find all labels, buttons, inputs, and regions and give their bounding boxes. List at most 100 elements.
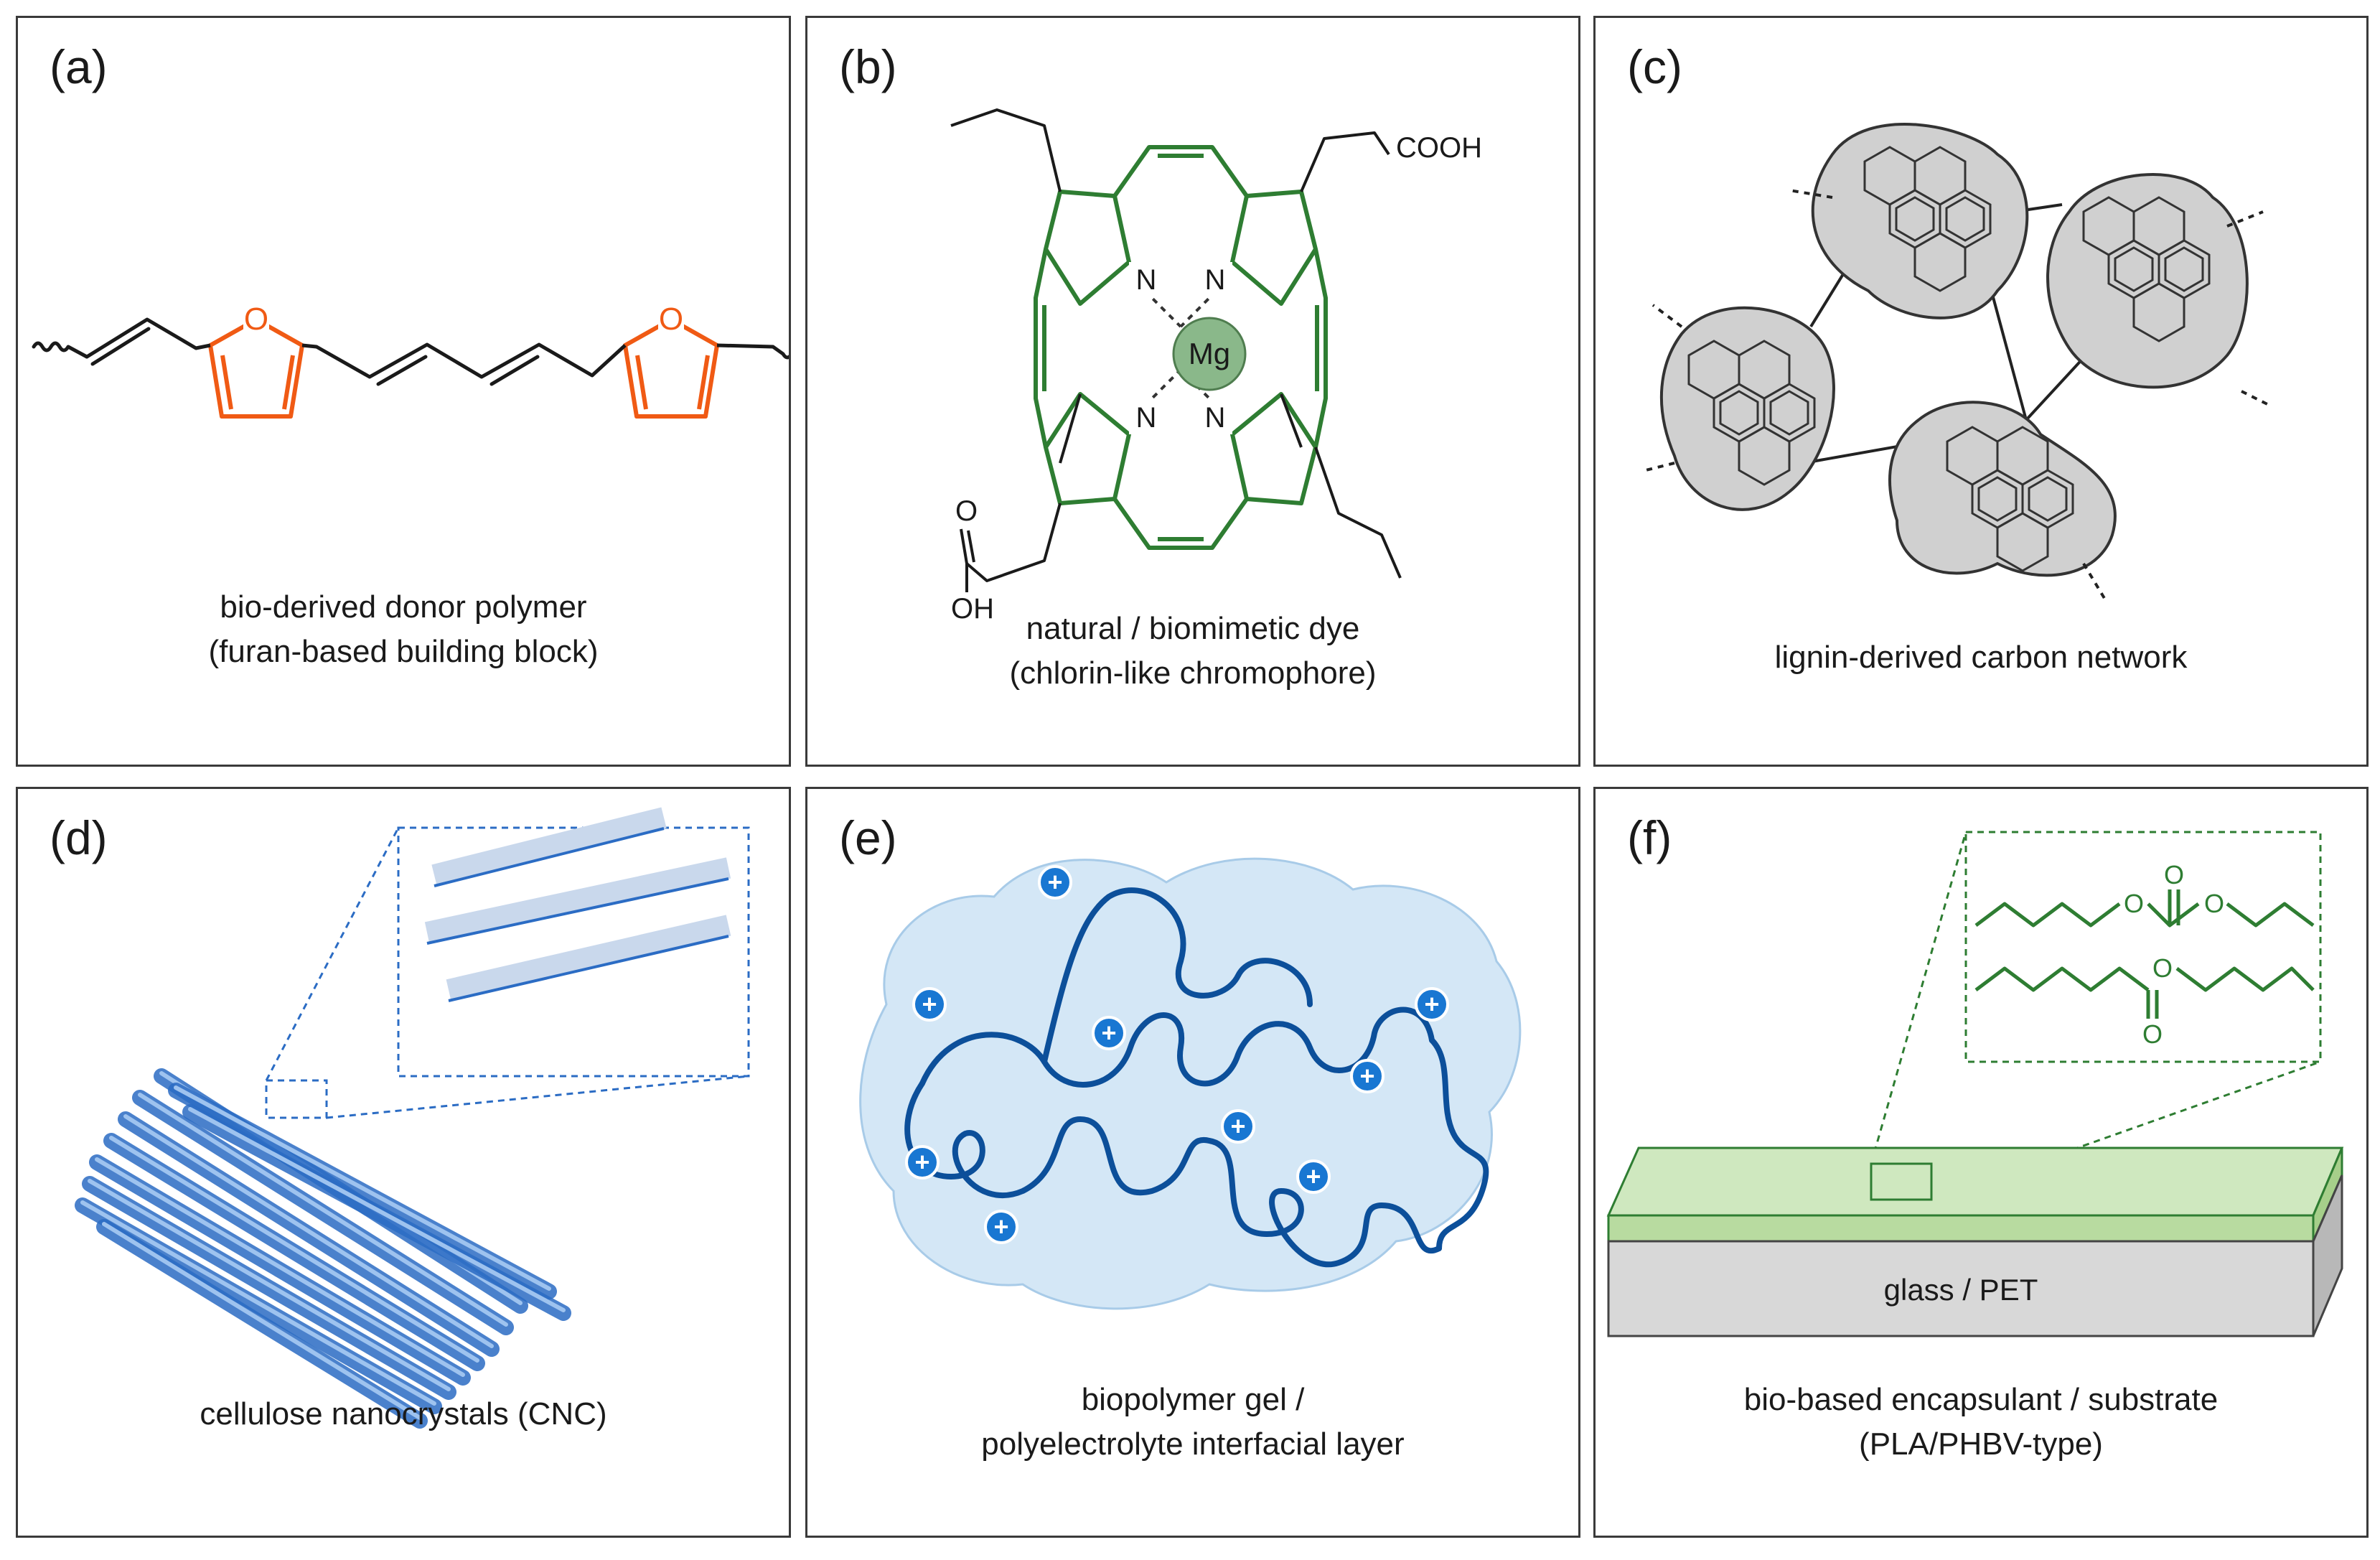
polymer-repeat-unit: [1974, 889, 2315, 1019]
encapsulant-layer-front: [1607, 1214, 2315, 1243]
nanocrystal-rod-highlight: [188, 1107, 566, 1312]
positive-charge-symbol: +: [1306, 1162, 1321, 1191]
positive-charge-marker: [905, 1145, 940, 1180]
nanocrystal-rod-highlight: [138, 1093, 508, 1327]
panel-label-a: (a): [50, 40, 108, 93]
positive-charge-symbol: +: [922, 989, 937, 1019]
panel-c: (c): [1593, 16, 2369, 767]
panel-label-b: (b): [839, 40, 897, 93]
caption-b: natural / biomimetic dye (chlorin-like c…: [807, 607, 1578, 696]
gel-region: [859, 857, 1522, 1310]
caption-line: cellulose nanocrystals (CNC): [200, 1396, 607, 1431]
zoom-region-marker: [1870, 1162, 1933, 1201]
panel-e: (e) + + + + + + + + + biopolymer gel / polyelect…: [805, 787, 1580, 1538]
hydroxyl-label: OH: [951, 593, 994, 625]
positive-charge-marker: [1038, 865, 1072, 900]
positive-charge-marker: [912, 987, 947, 1022]
carbon-domain: [1659, 123, 2249, 577]
zoomed-nanocrystal-edge: [434, 827, 665, 887]
positive-charge-symbol: +: [1424, 989, 1439, 1019]
panel-label-d: (d): [50, 811, 108, 864]
panel-label-c: (c): [1627, 40, 1682, 93]
nanocrystal-rod: [132, 1090, 514, 1335]
panel-label-f: (f): [1627, 811, 1672, 864]
zoomed-nanocrystal: [446, 915, 731, 1001]
panel-f: (f) O O O O O glass / PET bio-bas: [1593, 787, 2369, 1538]
zoomed-nanocrystal-edge: [448, 935, 729, 1002]
encapsulant-stack-illustration: O O O O O glass / PET: [1606, 831, 2344, 1337]
ester-oxygen-label: O: [2204, 889, 2224, 918]
caption-line: lignin-derived carbon network: [1774, 640, 2188, 675]
positive-charge-marker: [1092, 1016, 1126, 1050]
nanocrystal-rod-highlight: [123, 1114, 494, 1348]
zoomed-nanocrystal: [431, 807, 667, 886]
positive-charge-symbol: +: [993, 1212, 1008, 1241]
carbonyl-oxygen-label: O: [955, 495, 978, 527]
chlorin-chromophore-structure: N N N N Mg COOH O OH: [950, 108, 1482, 625]
encapsulant-layer-top: [1606, 1146, 2344, 1217]
nitrogen-label: N: [1136, 264, 1157, 296]
positive-charge-symbol: +: [1359, 1061, 1374, 1090]
panel-label-e: (e): [839, 811, 897, 864]
positive-charge-marker: [1221, 1109, 1255, 1144]
caption-line: biopolymer gel /: [1081, 1382, 1305, 1417]
nitrogen-label: N: [1136, 402, 1157, 434]
caption-c: lignin-derived carbon network: [1596, 635, 2366, 680]
substrate-label: glass / PET: [1884, 1273, 2038, 1307]
positive-charge-symbol: +: [1230, 1111, 1245, 1141]
nanocrystal-rod-highlight: [109, 1136, 479, 1363]
caption-line: (furan-based building block): [208, 634, 599, 669]
nitrogen-label: N: [1205, 264, 1226, 296]
caption-a: bio-derived donor polymer (furan-based b…: [18, 585, 789, 674]
nanocrystal-rod-highlight: [80, 1200, 436, 1406]
zoomed-nanocrystal: [424, 857, 731, 943]
caption-f: bio-based encapsulant / substrate (PLA/P…: [1596, 1378, 2366, 1467]
nanocrystal-rod: [82, 1176, 456, 1400]
carboxylic-acid-label: COOH: [1396, 132, 1482, 164]
nanocrystal-rod: [182, 1104, 571, 1321]
magnesium-label: Mg: [1189, 337, 1230, 370]
furan-oxygen-label: O: [659, 302, 683, 337]
carbonyl-oxygen-label: O: [2164, 860, 2184, 889]
cellulose-nanocrystal-bundle: [75, 807, 750, 1429]
nanocrystal-rod-highlight: [88, 1179, 451, 1391]
carbonyl-oxygen-label: O: [2142, 1019, 2163, 1049]
caption-line: (PLA/PHBV-type): [1859, 1426, 2103, 1462]
positive-charge-symbol: +: [914, 1147, 929, 1177]
nitrogen-label: N: [1205, 402, 1226, 434]
zoomed-nanocrystal-edge: [426, 877, 729, 945]
nanocrystal-rod: [75, 1197, 442, 1414]
nanocrystal-rod-highlight: [102, 1222, 422, 1420]
substrate-layer-side: [2312, 1174, 2343, 1337]
caption-line: polyelectrolyte interfacial layer: [981, 1426, 1405, 1462]
nanocrystal-rod: [96, 1219, 428, 1429]
caption-d: cellulose nanocrystals (CNC): [18, 1392, 789, 1437]
nanocrystal-rod-highlight: [95, 1157, 465, 1377]
magnesium-atom: [1172, 317, 1247, 391]
panel-d: (d) cellulose nanocrystals (CNC): [16, 787, 791, 1538]
furan-polymer-structure: O O: [32, 302, 789, 419]
nanocrystal-rod-highlight: [174, 1085, 551, 1291]
furan-oxygen-label: O: [244, 302, 268, 337]
caption-line: (chlorin-like chromophore): [1009, 655, 1377, 691]
nanocrystal-rod: [89, 1154, 471, 1386]
panel-a: (a) O O bio-derived donor polymer (furan…: [16, 16, 791, 767]
positive-charge-marker: [984, 1210, 1018, 1244]
ester-oxygen-label: O: [2152, 953, 2173, 983]
ester-oxygen-label: O: [2124, 889, 2144, 918]
nanocrystal-rod: [103, 1133, 485, 1371]
panel-b: (b) N N N: [805, 16, 1580, 767]
positive-charge-marker: [1415, 987, 1449, 1022]
lignin-carbon-network: [1645, 123, 2271, 601]
caption-line: natural / biomimetic dye: [1026, 611, 1360, 646]
caption-line: bio-derived donor polymer: [220, 589, 587, 625]
positive-charge-marker: [1296, 1159, 1331, 1194]
biopolymer-gel-illustration: + + + + + + + + +: [859, 857, 1522, 1310]
caption-line: bio-based encapsulant / substrate: [1743, 1382, 2219, 1417]
caption-e: biopolymer gel / polyelectrolyte interfa…: [807, 1378, 1578, 1467]
nanocrystal-rod: [168, 1083, 557, 1299]
positive-charge-symbol: +: [1101, 1018, 1116, 1047]
nanocrystal-rod: [118, 1111, 500, 1357]
positive-charge-symbol: +: [1047, 867, 1062, 897]
positive-charge-marker: [1350, 1059, 1385, 1093]
